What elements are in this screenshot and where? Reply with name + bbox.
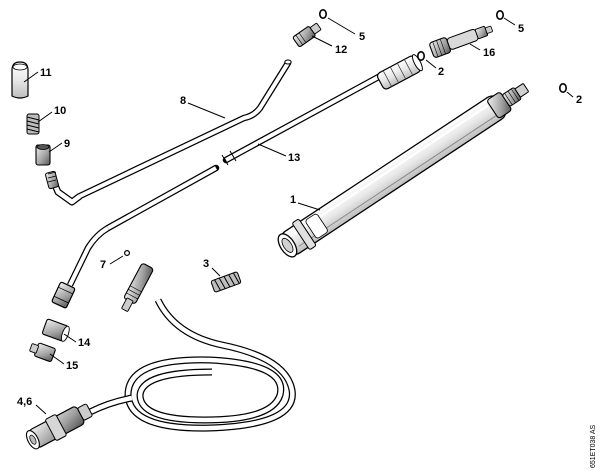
sleeve-part-9 <box>36 145 50 166</box>
cap-part-11 <box>12 62 28 98</box>
callout-4-6: 4,6 <box>17 396 32 408</box>
hose-assembly <box>23 251 293 453</box>
fitting-part-12 <box>293 21 323 47</box>
lance-part-13 <box>52 53 425 308</box>
lance-tube-part-1 <box>273 74 535 262</box>
spring-part-3 <box>211 272 241 293</box>
callout-12: 12 <box>335 44 347 56</box>
leader-lines <box>23 17 574 415</box>
callout-8: 8 <box>180 95 186 107</box>
spring-part-10 <box>27 114 39 134</box>
callout-2: 2 <box>576 94 582 106</box>
callout-14: 14 <box>78 337 91 349</box>
callout-2: 2 <box>438 66 444 78</box>
callout-13: 13 <box>288 152 300 164</box>
callout-16: 16 <box>483 47 495 59</box>
fitting-part-15 <box>28 341 55 362</box>
drawing-reference: 651ET038 AS <box>590 424 597 468</box>
callout-7: 7 <box>100 259 106 271</box>
callout-9: 9 <box>64 138 70 150</box>
callout-10: 10 <box>54 105 66 117</box>
lance-tube-part-8 <box>45 60 291 202</box>
o-rings <box>320 10 566 92</box>
callout-1: 1 <box>290 194 296 206</box>
callout-labels: 5 12 5 16 2 2 11 8 10 9 13 1 7 3 14 15 4… <box>17 23 582 408</box>
callout-3: 3 <box>203 258 209 270</box>
callout-15: 15 <box>66 360 78 372</box>
callout-5: 5 <box>359 31 365 43</box>
callout-11: 11 <box>40 67 52 79</box>
callout-5: 5 <box>518 23 524 35</box>
nut-part-14 <box>42 319 71 343</box>
fitting-part-16 <box>429 21 495 58</box>
